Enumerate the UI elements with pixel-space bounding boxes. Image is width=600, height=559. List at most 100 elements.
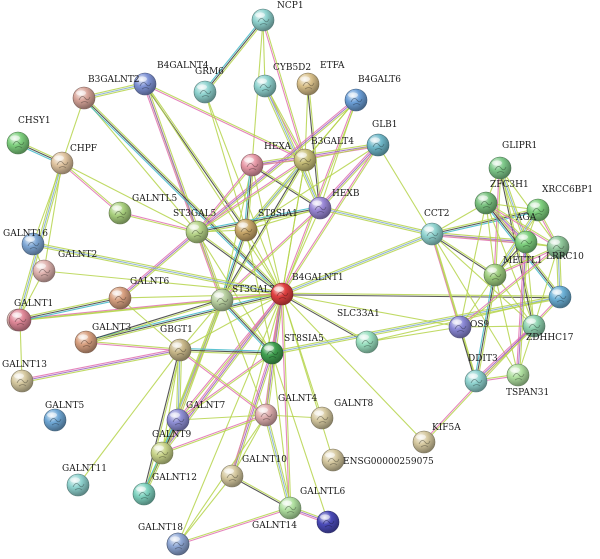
node-sphere[interactable] [412,430,436,454]
node-b4galnt1[interactable]: B4GALNT1 [270,273,344,306]
node-b4galt6[interactable]: B4GALT6 [344,75,401,112]
node-gbgt1[interactable]: GBGT1 [160,325,193,362]
node-zfc3h1[interactable]: ZFC3H1 [474,180,529,215]
node-sphere[interactable] [50,151,74,175]
node-sphere[interactable] [66,473,90,497]
node-galnt9[interactable]: GALNT9 [150,430,192,465]
node-sphere[interactable] [251,8,275,32]
node-st3gal5[interactable]: ST3GAL5 [173,209,217,244]
node-cyb5d2[interactable]: CYB5D2 [253,63,311,98]
node-sphere[interactable] [474,191,498,215]
node-sphere[interactable] [210,288,234,312]
node-sphere[interactable] [132,482,156,506]
node-sphere[interactable] [278,496,302,520]
node-slc33a1[interactable]: SLC33A1 [337,309,380,354]
node-sphere[interactable] [6,131,30,155]
node-glb1[interactable]: GLB1 [366,120,398,157]
node-sphere[interactable] [43,408,67,432]
node-sphere[interactable] [514,230,538,254]
node-sphere[interactable] [32,259,56,283]
node-sphere[interactable] [240,153,264,177]
node-galnt5[interactable]: GALNT5 [43,401,85,432]
node-sphere[interactable] [293,148,317,172]
node-sphere[interactable] [260,341,284,365]
node-chsy1[interactable]: CHSY1 [6,116,51,155]
node-sphere[interactable] [296,72,320,96]
node-sphere[interactable] [420,222,444,246]
node-grm6[interactable]: GRM6 [193,67,224,104]
node-galnt7[interactable]: GALNT7 [166,401,226,432]
node-sphere[interactable] [168,338,192,362]
node-galnt_pink[interactable] [8,308,32,332]
node-sphere[interactable] [253,74,277,98]
node-sphere[interactable] [448,315,472,339]
node-galnt14[interactable]: GALNT14 [252,510,340,534]
node-sphere[interactable] [344,88,368,112]
node-galnt6[interactable]: GALNT6 [108,277,170,310]
node-sphere[interactable] [488,156,512,180]
node-hexb[interactable]: HEXB [308,189,360,220]
node-galnt2[interactable]: GALNT2 [32,250,97,283]
node-galnt8[interactable]: GALNT8 [310,399,374,430]
node-kif5a[interactable]: KIF5A [412,423,461,454]
node-sphere[interactable] [483,263,507,287]
node-etfa[interactable]: ETFA [296,61,345,96]
node-zdhhc17[interactable]: ZDHHC17 [522,314,574,343]
node-sphere[interactable] [234,218,258,242]
node-cct2[interactable]: CCT2 [420,209,450,246]
node-sphere[interactable] [185,220,209,244]
node-sphere[interactable] [270,282,294,306]
node-tspan31[interactable]: TSPAN31 [506,363,549,398]
node-ncp1[interactable]: NCP1 [251,1,304,32]
node-galnt13[interactable]: GALNT13 [2,360,47,393]
node-highlight [25,236,35,242]
node-sphere[interactable] [310,406,334,430]
node-sphere[interactable] [72,86,96,110]
node-sphere[interactable] [254,403,278,427]
node-sphere[interactable] [366,133,390,157]
node-aga[interactable]: AGA [514,213,538,254]
node-b4galnt4[interactable]: B4GALNT4 [133,61,209,96]
node-sphere[interactable] [506,363,530,387]
node-sphere[interactable] [464,369,488,393]
node-sphere[interactable] [150,441,174,465]
node-galnt18b[interactable] [166,532,190,556]
node-glipr1[interactable]: GLIPR1 [488,141,537,180]
node-xrcc6bp1[interactable]: XRCC6BP1 [526,185,593,222]
node-sphere[interactable] [220,464,244,488]
node-sphere[interactable] [166,408,190,432]
node-b3galnt2[interactable]: B3GALNT2 [72,75,140,110]
node-ddit3[interactable]: DDIT3 [464,354,498,393]
node-mettl1[interactable]: METTL1 [483,256,543,287]
node-sphere[interactable] [8,308,32,332]
node-sphere[interactable] [108,201,132,225]
node-b3galt4[interactable]: B3GALT4 [293,137,354,172]
node-galnt4[interactable]: GALNT4 [254,394,318,427]
node-galnt3[interactable]: GALNT3 [74,323,132,354]
node-sphere[interactable] [166,532,190,556]
node-galntl5[interactable]: GALNTL5 [108,194,178,225]
node-st8sia5[interactable]: ST8SIA5 [260,334,324,365]
node-galnt16[interactable]: GALNT16 [3,229,48,256]
node-triage1[interactable] [548,285,572,309]
node-os9[interactable]: OS9 [448,315,490,339]
node-sphere[interactable] [10,369,34,393]
node-chpf[interactable]: CHPF [50,144,97,175]
node-sphere[interactable] [74,330,98,354]
node-sphere[interactable] [308,196,332,220]
node-sphere[interactable] [108,286,132,310]
node-st3gal2[interactable]: ST3GAL2 [210,285,275,312]
node-sphere[interactable] [548,285,572,309]
node-galnt11[interactable]: GALNT11 [62,464,107,497]
node-sphere[interactable] [193,80,217,104]
node-galntl6[interactable]: GALNTL6 [278,487,346,520]
node-st8sia1[interactable]: ST8SIA1 [234,209,298,242]
node-ensg00000259075[interactable]: ENSG00000259075 [321,448,434,472]
node-sphere[interactable] [355,330,379,354]
node-sphere[interactable] [316,510,340,534]
node-hexa[interactable]: HEXA [240,142,292,177]
node-lrrc10[interactable]: LRRC10 [546,235,584,262]
node-sphere[interactable] [321,448,345,472]
node-galnt12[interactable]: GALNT12 [132,473,197,506]
node-galnt10[interactable]: GALNT10 [220,455,287,488]
